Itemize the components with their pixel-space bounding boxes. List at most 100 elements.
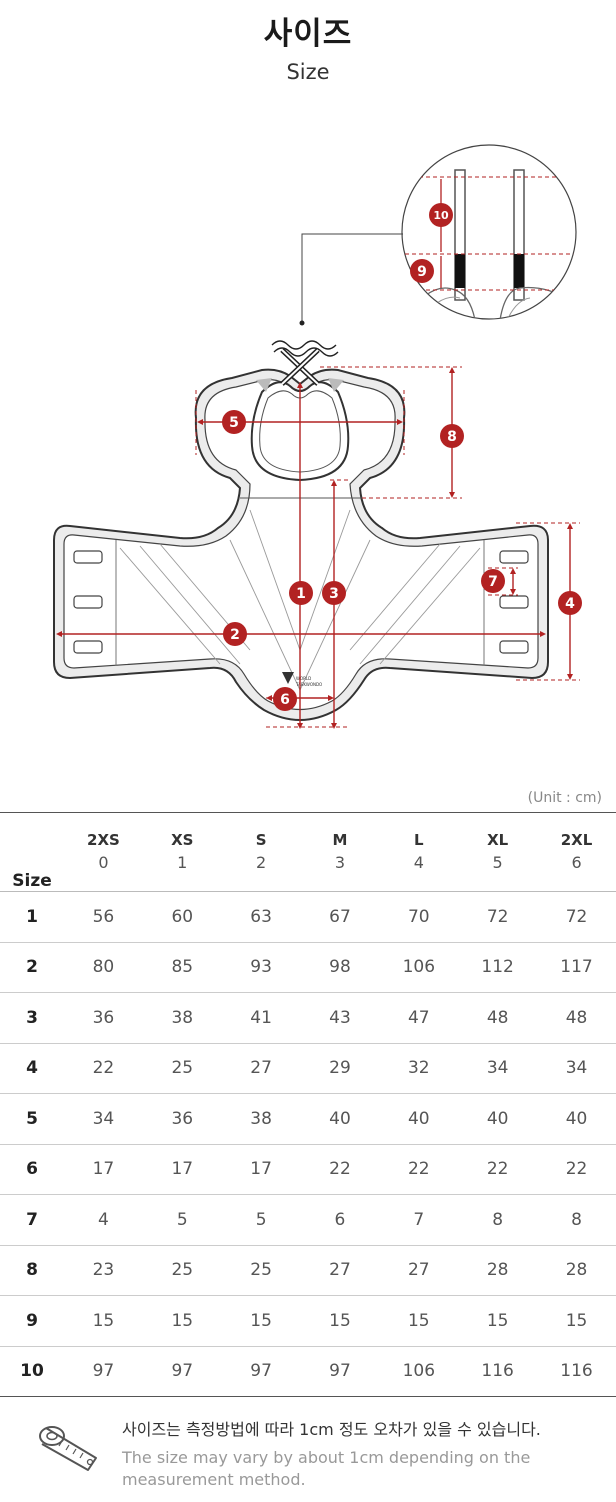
table-cell: 29 [300, 1043, 380, 1094]
table-cell: 112 [458, 942, 538, 993]
table-cell: 40 [379, 1093, 459, 1145]
table-cell: 27 [221, 1043, 301, 1094]
table-row: 10 97 97 97 97 106 116 116 [0, 1346, 616, 1397]
table-row: 5 34 36 38 40 40 40 40 [0, 1093, 616, 1145]
table-cell: 80 [64, 942, 143, 993]
measure-marker-9: 9 [410, 259, 434, 283]
table-cell: 22 [458, 1144, 538, 1195]
page-subtitle: Size [286, 60, 330, 84]
table-cell: 4 [64, 1194, 143, 1246]
svg-text:WORLD: WORLD [296, 676, 311, 681]
svg-text:2: 2 [230, 627, 240, 643]
size-col-code: 4 [379, 849, 459, 892]
size-col-code: 3 [300, 849, 380, 892]
table-cell: 15 [142, 1295, 222, 1347]
table-cell: 7 [379, 1194, 459, 1246]
world-taekwondo-logo: WORLD TAEKWONDO [282, 672, 322, 687]
table-cell: 8 [458, 1194, 538, 1246]
table-cell: 97 [300, 1346, 380, 1397]
table-cell: 25 [142, 1245, 222, 1296]
measure-marker-5: 5 [222, 410, 246, 434]
table-cell: 17 [142, 1144, 222, 1195]
table-cell: 38 [142, 992, 222, 1044]
svg-text:7: 7 [488, 574, 498, 590]
table-cell: 116 [537, 1346, 616, 1397]
table-cell: 97 [142, 1346, 222, 1397]
table-cell: 97 [64, 1346, 143, 1397]
table-cell: 15 [221, 1295, 301, 1347]
strap-zoom-detail [401, 144, 577, 320]
table-cell: 36 [142, 1093, 222, 1145]
measure-marker-3: 3 [322, 581, 346, 605]
table-row: 8 23 25 25 27 27 28 28 [0, 1245, 616, 1296]
table-cell: 106 [379, 942, 459, 993]
table-cell: 93 [221, 942, 301, 993]
table-cell: 106 [379, 1346, 459, 1397]
table-cell: 60 [142, 891, 222, 943]
table-cell: 98 [300, 942, 380, 993]
svg-text:10: 10 [433, 209, 449, 222]
row-label: 8 [0, 1245, 64, 1296]
table-cell: 5 [221, 1194, 301, 1246]
row-label: 7 [0, 1194, 64, 1246]
table-cell: 22 [64, 1043, 143, 1094]
svg-text:1: 1 [296, 586, 306, 602]
table-cell: 72 [458, 891, 538, 943]
row-label: 9 [0, 1295, 64, 1347]
table-cell: 67 [300, 891, 380, 943]
row-label: 6 [0, 1144, 64, 1195]
measuring-tape-icon [39, 1426, 97, 1471]
table-cell: 6 [300, 1194, 380, 1246]
table-cell: 28 [458, 1245, 538, 1296]
table-cell: 70 [379, 891, 459, 943]
table-cell: 28 [537, 1245, 616, 1296]
table-cell: 43 [300, 992, 380, 1044]
table-cell: 48 [537, 992, 616, 1044]
table-cell: 25 [221, 1245, 301, 1296]
measure-marker-4: 4 [558, 591, 582, 615]
table-cell: 17 [221, 1144, 301, 1195]
table-cell: 17 [64, 1144, 143, 1195]
table-cell: 32 [379, 1043, 459, 1094]
size-code-row: 0 1 2 3 4 5 6 [0, 849, 616, 892]
table-cell: 15 [300, 1295, 380, 1347]
table-cell: 40 [537, 1093, 616, 1145]
table-cell: 56 [64, 891, 143, 943]
table-cell: 48 [458, 992, 538, 1044]
svg-text:4: 4 [565, 596, 575, 612]
row-label: 1 [0, 891, 64, 943]
size-col-label: XS [142, 812, 222, 849]
size-header: Size [0, 812, 64, 892]
measure-marker-10: 10 [429, 203, 453, 227]
size-col-label: M [300, 812, 380, 849]
table-cell: 23 [64, 1245, 143, 1296]
size-col-label: 2XL [537, 812, 616, 849]
table-cell: 85 [142, 942, 222, 993]
table-cell: 72 [537, 891, 616, 943]
note-korean: 사이즈는 측정방법에 따라 1cm 정도 오차가 있을 수 있습니다. [122, 1420, 541, 1439]
table-cell: 27 [300, 1245, 380, 1296]
table-row: 3 36 38 41 43 47 48 48 [0, 992, 616, 1044]
table-cell: 40 [300, 1093, 380, 1145]
unit-label: (Unit : cm) [527, 790, 602, 806]
chest-protector-diagram: WORLD TAEKWONDO 1 [53, 144, 582, 729]
size-col-code: 2 [221, 849, 301, 892]
table-cell: 8 [537, 1194, 616, 1246]
svg-text:5: 5 [229, 415, 239, 431]
row-label: 2 [0, 942, 64, 993]
size-col-code: 5 [458, 849, 538, 892]
row-label: 3 [0, 992, 64, 1044]
row-label: 4 [0, 1043, 64, 1094]
table-cell: 34 [458, 1043, 538, 1094]
table-cell: 97 [221, 1346, 301, 1397]
table-row: 9 15 15 15 15 15 15 15 [0, 1295, 616, 1347]
size-col-label: 2XS [64, 812, 143, 849]
table-cell: 15 [379, 1295, 459, 1347]
table-row: 4 22 25 27 29 32 34 34 [0, 1043, 616, 1094]
table-cell: 36 [64, 992, 143, 1044]
table-cell: 117 [537, 942, 616, 993]
note-english: The size may vary by about 1cm depending… [122, 1448, 531, 1489]
svg-text:6: 6 [280, 692, 290, 708]
page-title: 사이즈 [263, 16, 353, 52]
table-row: 7 4 5 5 6 7 8 8 [0, 1194, 616, 1246]
